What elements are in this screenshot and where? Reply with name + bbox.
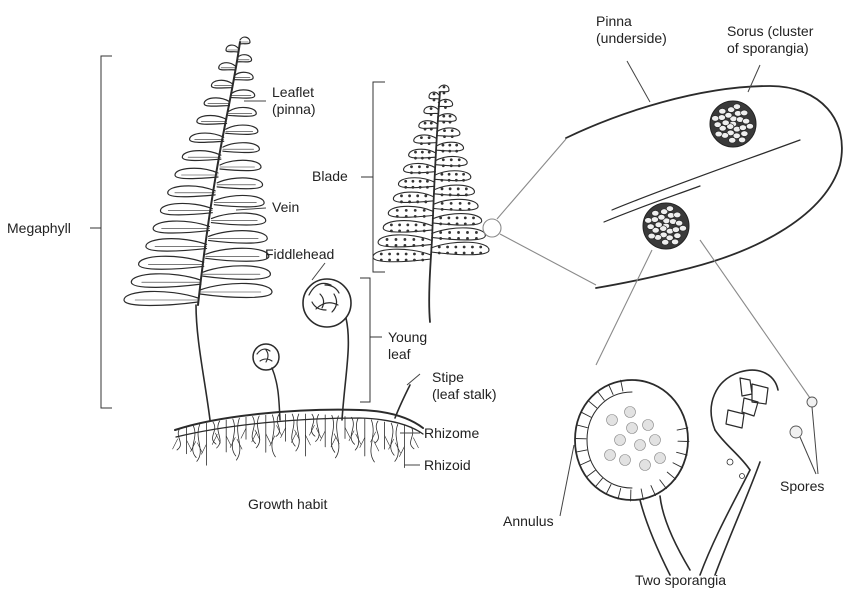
label-leaders (236, 61, 760, 465)
blade-bracket (361, 82, 385, 272)
label-stipe-line1: Stipe (432, 369, 497, 386)
label-young-leaf-line1: Young (388, 329, 427, 346)
label-sorus-line2: of sporangia) (727, 40, 813, 57)
label-rhizome: Rhizome (424, 425, 479, 442)
caption-two-sporangia: Two sporangia (635, 572, 726, 588)
label-stipe: Stipe (leaf stalk) (432, 369, 497, 403)
sporangium-closed (575, 380, 690, 575)
label-fiddlehead: Fiddlehead (265, 246, 334, 263)
label-young-leaf-line2: leaf (388, 346, 427, 363)
label-leaflet: Leaflet (pinna) (272, 84, 316, 118)
annulus-leader (560, 445, 574, 516)
label-leaflet-line1: Leaflet (272, 84, 316, 101)
blade-frond (373, 85, 489, 322)
label-pinna-line1: Pinna (596, 13, 667, 30)
rhizome (175, 385, 423, 437)
young-leaf-small (253, 344, 280, 420)
young-leaf-large (303, 279, 351, 420)
loose-spores (790, 397, 818, 474)
label-sorus: Sorus (cluster of sporangia) (727, 23, 813, 57)
label-vein: Vein (272, 199, 299, 216)
label-spores: Spores (780, 478, 824, 495)
label-rhizoid: Rhizoid (424, 457, 471, 474)
magnify-lines (497, 139, 596, 285)
sorus-upper (710, 101, 756, 147)
sporangium-dehiscing (700, 370, 778, 575)
label-leaflet-line2: (pinna) (272, 101, 316, 118)
label-annulus: Annulus (503, 513, 554, 530)
label-pinna-underside: Pinna (underside) (596, 13, 667, 47)
label-sorus-line1: Sorus (cluster (727, 23, 813, 40)
pinna-underside (566, 86, 842, 288)
label-pinna-line2: (underside) (596, 30, 667, 47)
label-stipe-line2: (leaf stalk) (432, 386, 497, 403)
label-megaphyll: Megaphyll (7, 220, 71, 237)
label-blade: Blade (312, 168, 348, 185)
megaphyll-bracket (90, 56, 112, 408)
magnify-circle (483, 219, 501, 237)
sorus-lower (643, 203, 689, 249)
label-young-leaf: Young leaf (388, 329, 427, 363)
young-leaf-bracket (360, 278, 382, 402)
caption-growth-habit: Growth habit (248, 496, 327, 512)
megaphyll-frond (124, 37, 272, 420)
